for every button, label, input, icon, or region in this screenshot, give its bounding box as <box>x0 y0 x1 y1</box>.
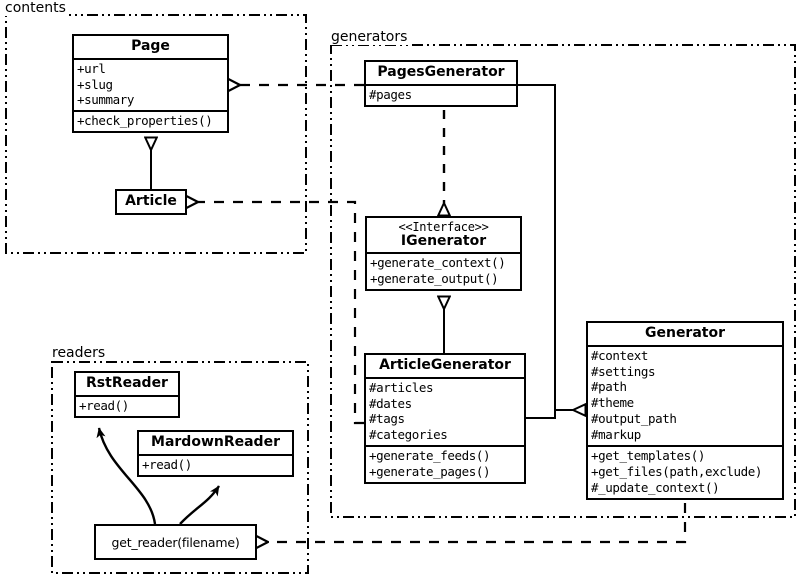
class-rstreader-operations: +read() <box>76 394 178 416</box>
class-igenerator-operations: +generate_context() +generate_output() <box>367 252 520 289</box>
edge-generator-uses-get-reader <box>268 503 687 542</box>
class-articlegenerator-operations: +generate_feeds() +generate_pages() <box>366 445 524 482</box>
class-igenerator-name: IGenerator <box>400 232 487 249</box>
attribute: #context <box>591 347 649 363</box>
edge-pagesgenerator-extends-generator <box>518 84 573 410</box>
class-generator[interactable]: Generator #context #settings #path #them… <box>586 321 784 500</box>
function-box-get-reader[interactable]: get_reader(filename) <box>94 524 257 560</box>
edge-get-reader-returns-mardownreader <box>179 485 221 525</box>
attribute: #settings <box>591 363 656 379</box>
operation: +read() <box>142 456 192 472</box>
class-pagesgenerator-title: PagesGenerator <box>377 64 505 80</box>
class-article-title: Article <box>125 193 177 209</box>
class-articlegenerator[interactable]: ArticleGenerator #articles #dates #tags … <box>364 353 526 484</box>
class-igenerator-title: <<Interface>> IGenerator <box>367 218 520 252</box>
class-generator-title: Generator <box>644 325 725 341</box>
operation: +generate_output() <box>370 271 499 287</box>
attribute: #path <box>591 379 627 395</box>
attribute: #pages <box>369 86 412 102</box>
class-articlegenerator-attributes: #articles #dates #tags #categories <box>366 376 524 446</box>
operation: +get_files(path,exclude) <box>591 463 763 479</box>
operation: +generate_pages() <box>369 464 491 480</box>
class-rstreader-title: RstReader <box>86 375 168 391</box>
class-page-attributes: +url +slug +summary <box>74 57 227 111</box>
attribute: +summary <box>77 92 135 108</box>
class-igenerator[interactable]: <<Interface>> IGenerator +generate_conte… <box>365 216 522 292</box>
attribute: #articles <box>369 379 434 395</box>
attribute: #theme <box>591 395 634 411</box>
package-label-readers: readers <box>51 345 109 361</box>
class-mardownreader-operations: +read() <box>139 453 292 475</box>
edge-articlegenerator-uses-article <box>198 202 364 425</box>
class-page-operations: +check_properties() <box>74 110 227 131</box>
attribute: #dates <box>369 395 412 411</box>
class-page-title: Page <box>131 38 170 54</box>
operation: +check_properties() <box>77 113 213 129</box>
class-generator-attributes: #context #settings #path #theme #output_… <box>588 344 782 445</box>
attribute: #categories <box>369 427 448 443</box>
package-label-generators: generators <box>330 29 411 45</box>
operation: +read() <box>79 397 129 413</box>
class-article[interactable]: Article <box>115 189 187 215</box>
attribute: +slug <box>77 76 113 92</box>
class-mardownreader-title: MardownReader <box>151 434 280 450</box>
edge-articlegenerator-extends-generator <box>526 409 573 419</box>
class-page[interactable]: Page +url +slug +summary +check_properti… <box>72 34 229 134</box>
operation: +get_templates() <box>591 447 706 463</box>
class-pagesgenerator-attributes: #pages <box>366 83 516 105</box>
package-label-contents: contents <box>4 0 69 16</box>
attribute: +url <box>77 60 106 76</box>
operation: #_update_context() <box>591 479 720 495</box>
operation: +generate_context() <box>370 255 506 271</box>
class-mardownreader[interactable]: MardownReader +read() <box>137 430 294 477</box>
operation: +generate_feeds() <box>369 448 491 464</box>
attribute: #markup <box>591 427 641 443</box>
class-generator-operations: +get_templates() +get_files(path,exclude… <box>588 444 782 498</box>
class-articlegenerator-title: ArticleGenerator <box>379 357 511 373</box>
class-rstreader[interactable]: RstReader +read() <box>74 371 180 418</box>
attribute: #tags <box>369 411 405 427</box>
attribute: #output_path <box>591 411 677 427</box>
class-pagesgenerator[interactable]: PagesGenerator #pages <box>364 60 518 107</box>
